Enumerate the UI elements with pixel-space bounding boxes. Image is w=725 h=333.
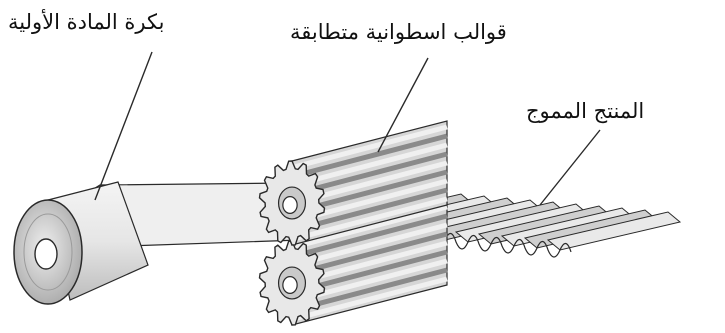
- corrugating-dies: [260, 121, 448, 325]
- die-axle: [283, 277, 297, 294]
- label-raw-material-roll: بكرة المادة الأولية: [8, 12, 164, 33]
- label-corrugated-product: المنتج المموج: [526, 101, 644, 122]
- die-axle: [283, 197, 297, 214]
- label-matching-cylindrical-dies: قوالب اسطوانية متطابقة: [290, 22, 507, 43]
